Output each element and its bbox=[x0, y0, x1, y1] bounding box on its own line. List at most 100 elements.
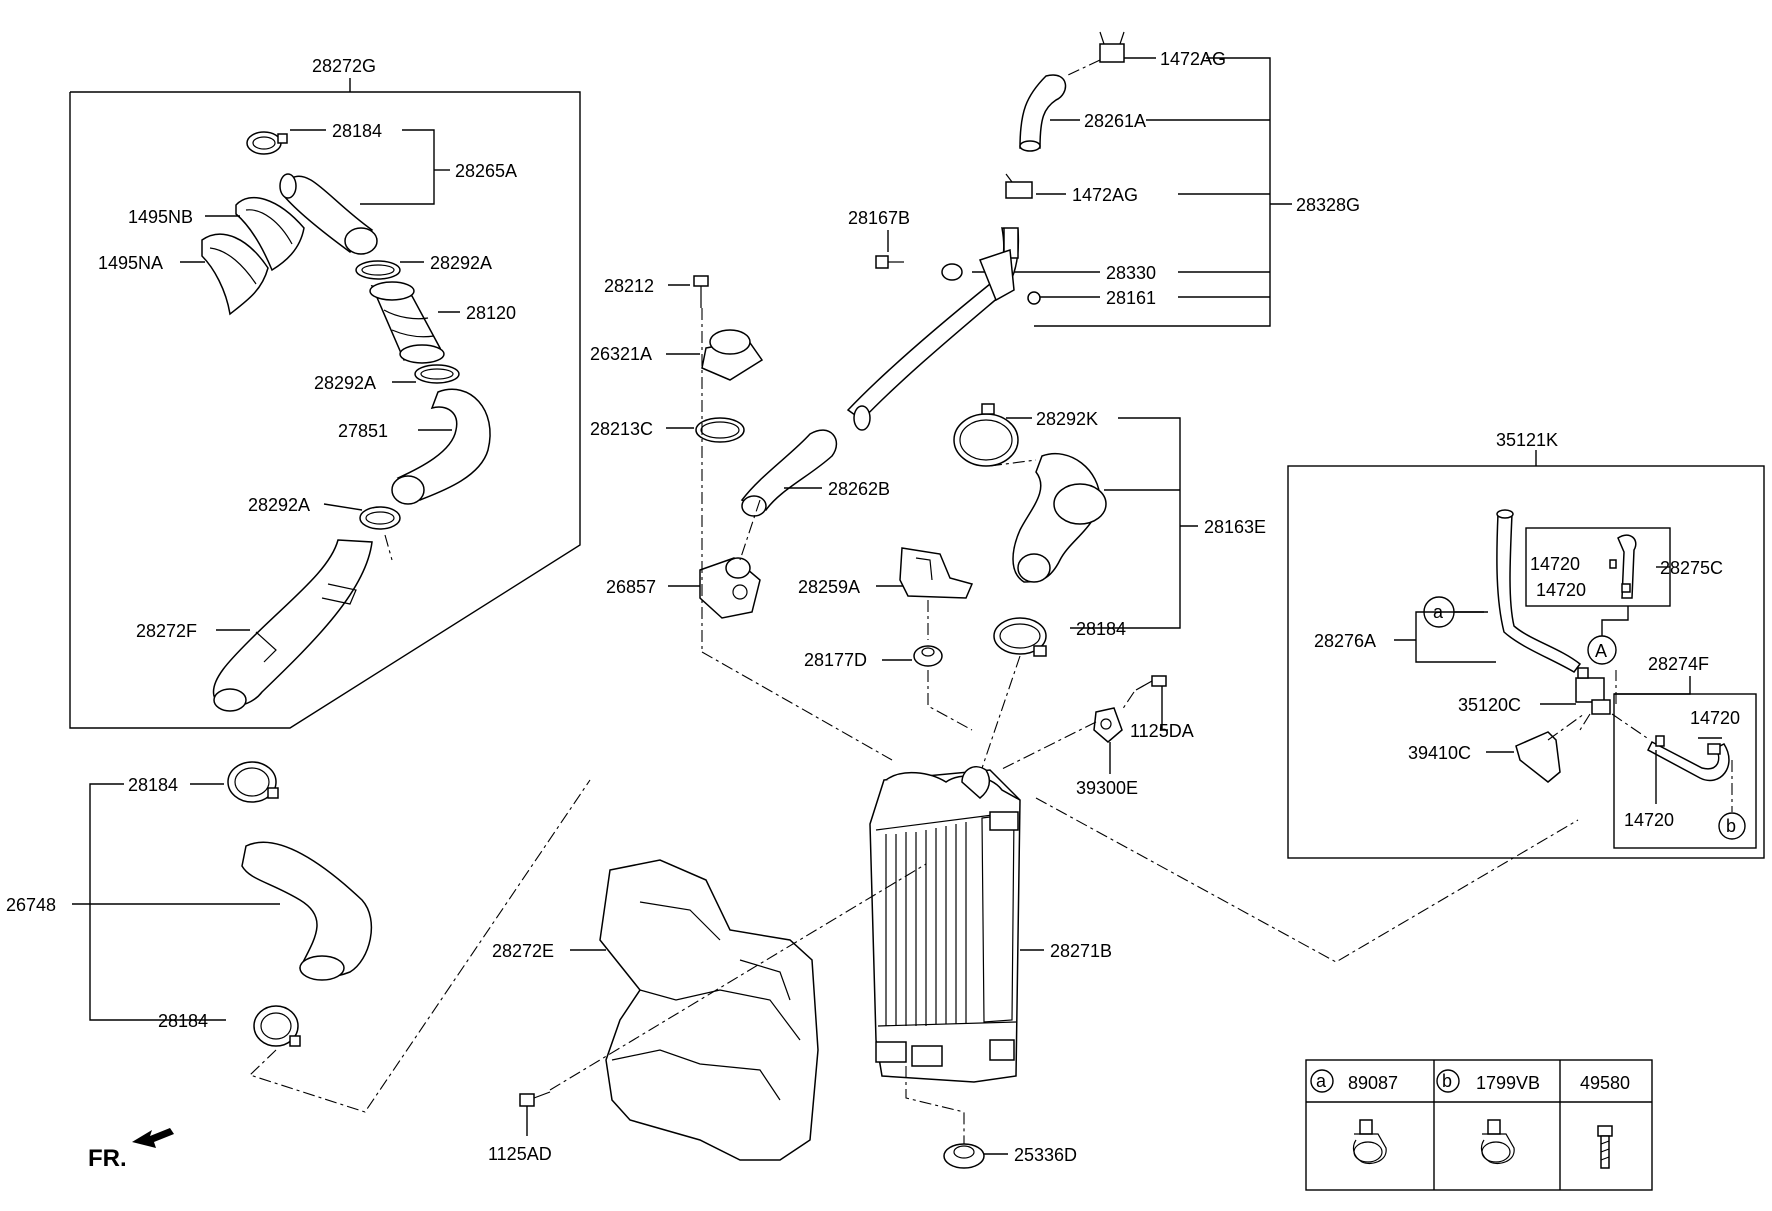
label-27851: 27851 bbox=[338, 421, 388, 441]
label-28272E: 28272E bbox=[492, 941, 554, 961]
label-28265A: 28265A bbox=[455, 161, 517, 181]
label-28292K: 28292K bbox=[1036, 409, 1098, 429]
bolt-1125DA bbox=[1135, 675, 1167, 691]
hose-28275C bbox=[1609, 534, 1637, 599]
label-28330: 28330 bbox=[1106, 263, 1156, 283]
circle-A: A bbox=[1595, 641, 1607, 661]
gasket-28213C bbox=[695, 417, 745, 443]
label-26321A: 26321A bbox=[590, 344, 652, 364]
label-28177D: 28177D bbox=[804, 650, 867, 670]
label-39300E: 39300E bbox=[1076, 778, 1138, 798]
housing-26857 bbox=[699, 557, 761, 619]
legend-key-b: b bbox=[1442, 1071, 1452, 1091]
label-28163E: 28163E bbox=[1204, 517, 1266, 537]
label-28167B: 28167B bbox=[848, 208, 910, 228]
legend-part-49580: 49580 bbox=[1580, 1073, 1630, 1093]
label-28261A: 28261A bbox=[1084, 111, 1146, 131]
legend-key-a: a bbox=[1316, 1071, 1327, 1091]
hose-35121K bbox=[1496, 509, 1582, 673]
legend-table bbox=[1305, 1059, 1653, 1191]
label-28184-lower1: 28184 bbox=[128, 775, 178, 795]
clamp-28184-lower2 bbox=[253, 1005, 301, 1047]
clamp-28184-lower1 bbox=[227, 761, 279, 803]
valve-35120C bbox=[1575, 667, 1611, 715]
label-1125DA: 1125DA bbox=[1130, 721, 1194, 741]
clamp-28184-center bbox=[993, 617, 1047, 657]
hose-28261A bbox=[1019, 74, 1067, 152]
legend-bolt-49580-icon bbox=[1597, 1125, 1613, 1169]
label-1495NA: 1495NA bbox=[98, 253, 163, 273]
grommet-28177D bbox=[913, 645, 943, 667]
label-1472AG-1: 1472AG bbox=[1160, 49, 1226, 69]
clamp-28292A-3 bbox=[359, 506, 401, 530]
bolt-1125AD bbox=[519, 1091, 551, 1107]
label-14720-1: 14720 bbox=[1530, 554, 1580, 574]
label-28271B: 28271B bbox=[1050, 941, 1112, 961]
label-35121K: 35121K bbox=[1496, 430, 1558, 450]
label-28161: 28161 bbox=[1106, 288, 1156, 308]
label-28292A-3: 28292A bbox=[248, 495, 310, 515]
label-28328G: 28328G bbox=[1296, 195, 1360, 215]
legend-part-89087: 89087 bbox=[1348, 1073, 1398, 1093]
grommet-28330 bbox=[941, 263, 963, 281]
pipe-28262 bbox=[846, 227, 1020, 421]
hose-28163E bbox=[1012, 453, 1107, 583]
bolt-28212 bbox=[693, 275, 709, 308]
label-28292A-2: 28292A bbox=[314, 373, 376, 393]
label-28184-center: 28184 bbox=[1076, 619, 1126, 639]
label-28259A: 28259A bbox=[798, 577, 860, 597]
bolt-28167B bbox=[875, 255, 904, 269]
hose-28265A bbox=[279, 173, 378, 255]
pipe-28272F bbox=[212, 539, 373, 712]
label-1472AG-2: 1472AG bbox=[1072, 185, 1138, 205]
label-28276A: 28276A bbox=[1314, 631, 1376, 651]
air-guide-28272E bbox=[599, 859, 819, 1161]
hose-28274F bbox=[1647, 735, 1730, 782]
nut-28161 bbox=[1027, 291, 1041, 305]
sleeve-1495NB bbox=[235, 196, 305, 272]
mount-25336D bbox=[943, 1143, 985, 1169]
hose-28262B bbox=[740, 405, 871, 517]
label-28274F: 28274F bbox=[1648, 654, 1709, 674]
circle-b: b bbox=[1726, 816, 1736, 836]
label-1495NB: 1495NB bbox=[128, 207, 193, 227]
label-28275C: 28275C bbox=[1660, 558, 1723, 578]
label-14720-2: 14720 bbox=[1536, 580, 1586, 600]
label-26748: 26748 bbox=[6, 895, 56, 915]
label-1125AD: 1125AD bbox=[488, 1144, 552, 1164]
label-28212: 28212 bbox=[604, 276, 654, 296]
clamp-28292A-2 bbox=[414, 364, 460, 384]
clamp-28184-top bbox=[246, 131, 288, 155]
label-28184-lower2: 28184 bbox=[158, 1011, 208, 1031]
label-28272F: 28272F bbox=[136, 621, 197, 641]
sensor-39300E bbox=[1093, 707, 1123, 743]
cap-26321A bbox=[701, 329, 764, 381]
hose-27851 bbox=[391, 388, 491, 505]
clip-1472AG-2 bbox=[1005, 173, 1033, 199]
coupling-28120 bbox=[369, 281, 445, 364]
label-28262B: 28262B bbox=[828, 479, 890, 499]
hose-26748 bbox=[241, 841, 373, 981]
legend-part-1799VB: 1799VB bbox=[1476, 1073, 1540, 1093]
front-label: FR. bbox=[88, 1145, 127, 1172]
group-28272G: 28272G bbox=[69, 56, 581, 729]
clamp-28292A-1 bbox=[355, 260, 401, 280]
clamp-28292K bbox=[953, 403, 1019, 467]
label-28213C: 28213C bbox=[590, 419, 653, 439]
label-39410C: 39410C bbox=[1408, 743, 1471, 763]
label-25336D: 25336D bbox=[1014, 1145, 1077, 1165]
circle-a: a bbox=[1433, 602, 1444, 622]
label-28184-top: 28184 bbox=[332, 121, 382, 141]
label-28272G: 28272G bbox=[312, 56, 376, 76]
bracket-39410C bbox=[1515, 731, 1561, 783]
label-26857: 26857 bbox=[606, 577, 656, 597]
label-35120C: 35120C bbox=[1458, 695, 1521, 715]
label-14720-3: 14720 bbox=[1690, 708, 1740, 728]
label-14720-4: 14720 bbox=[1624, 810, 1674, 830]
clip-1472AG-1 bbox=[1099, 31, 1125, 63]
legend-clip-89087-icon bbox=[1352, 1119, 1387, 1165]
intercooler-28271B bbox=[869, 766, 1021, 1083]
bracket-28259A bbox=[899, 547, 974, 599]
label-28292A-1: 28292A bbox=[430, 253, 492, 273]
